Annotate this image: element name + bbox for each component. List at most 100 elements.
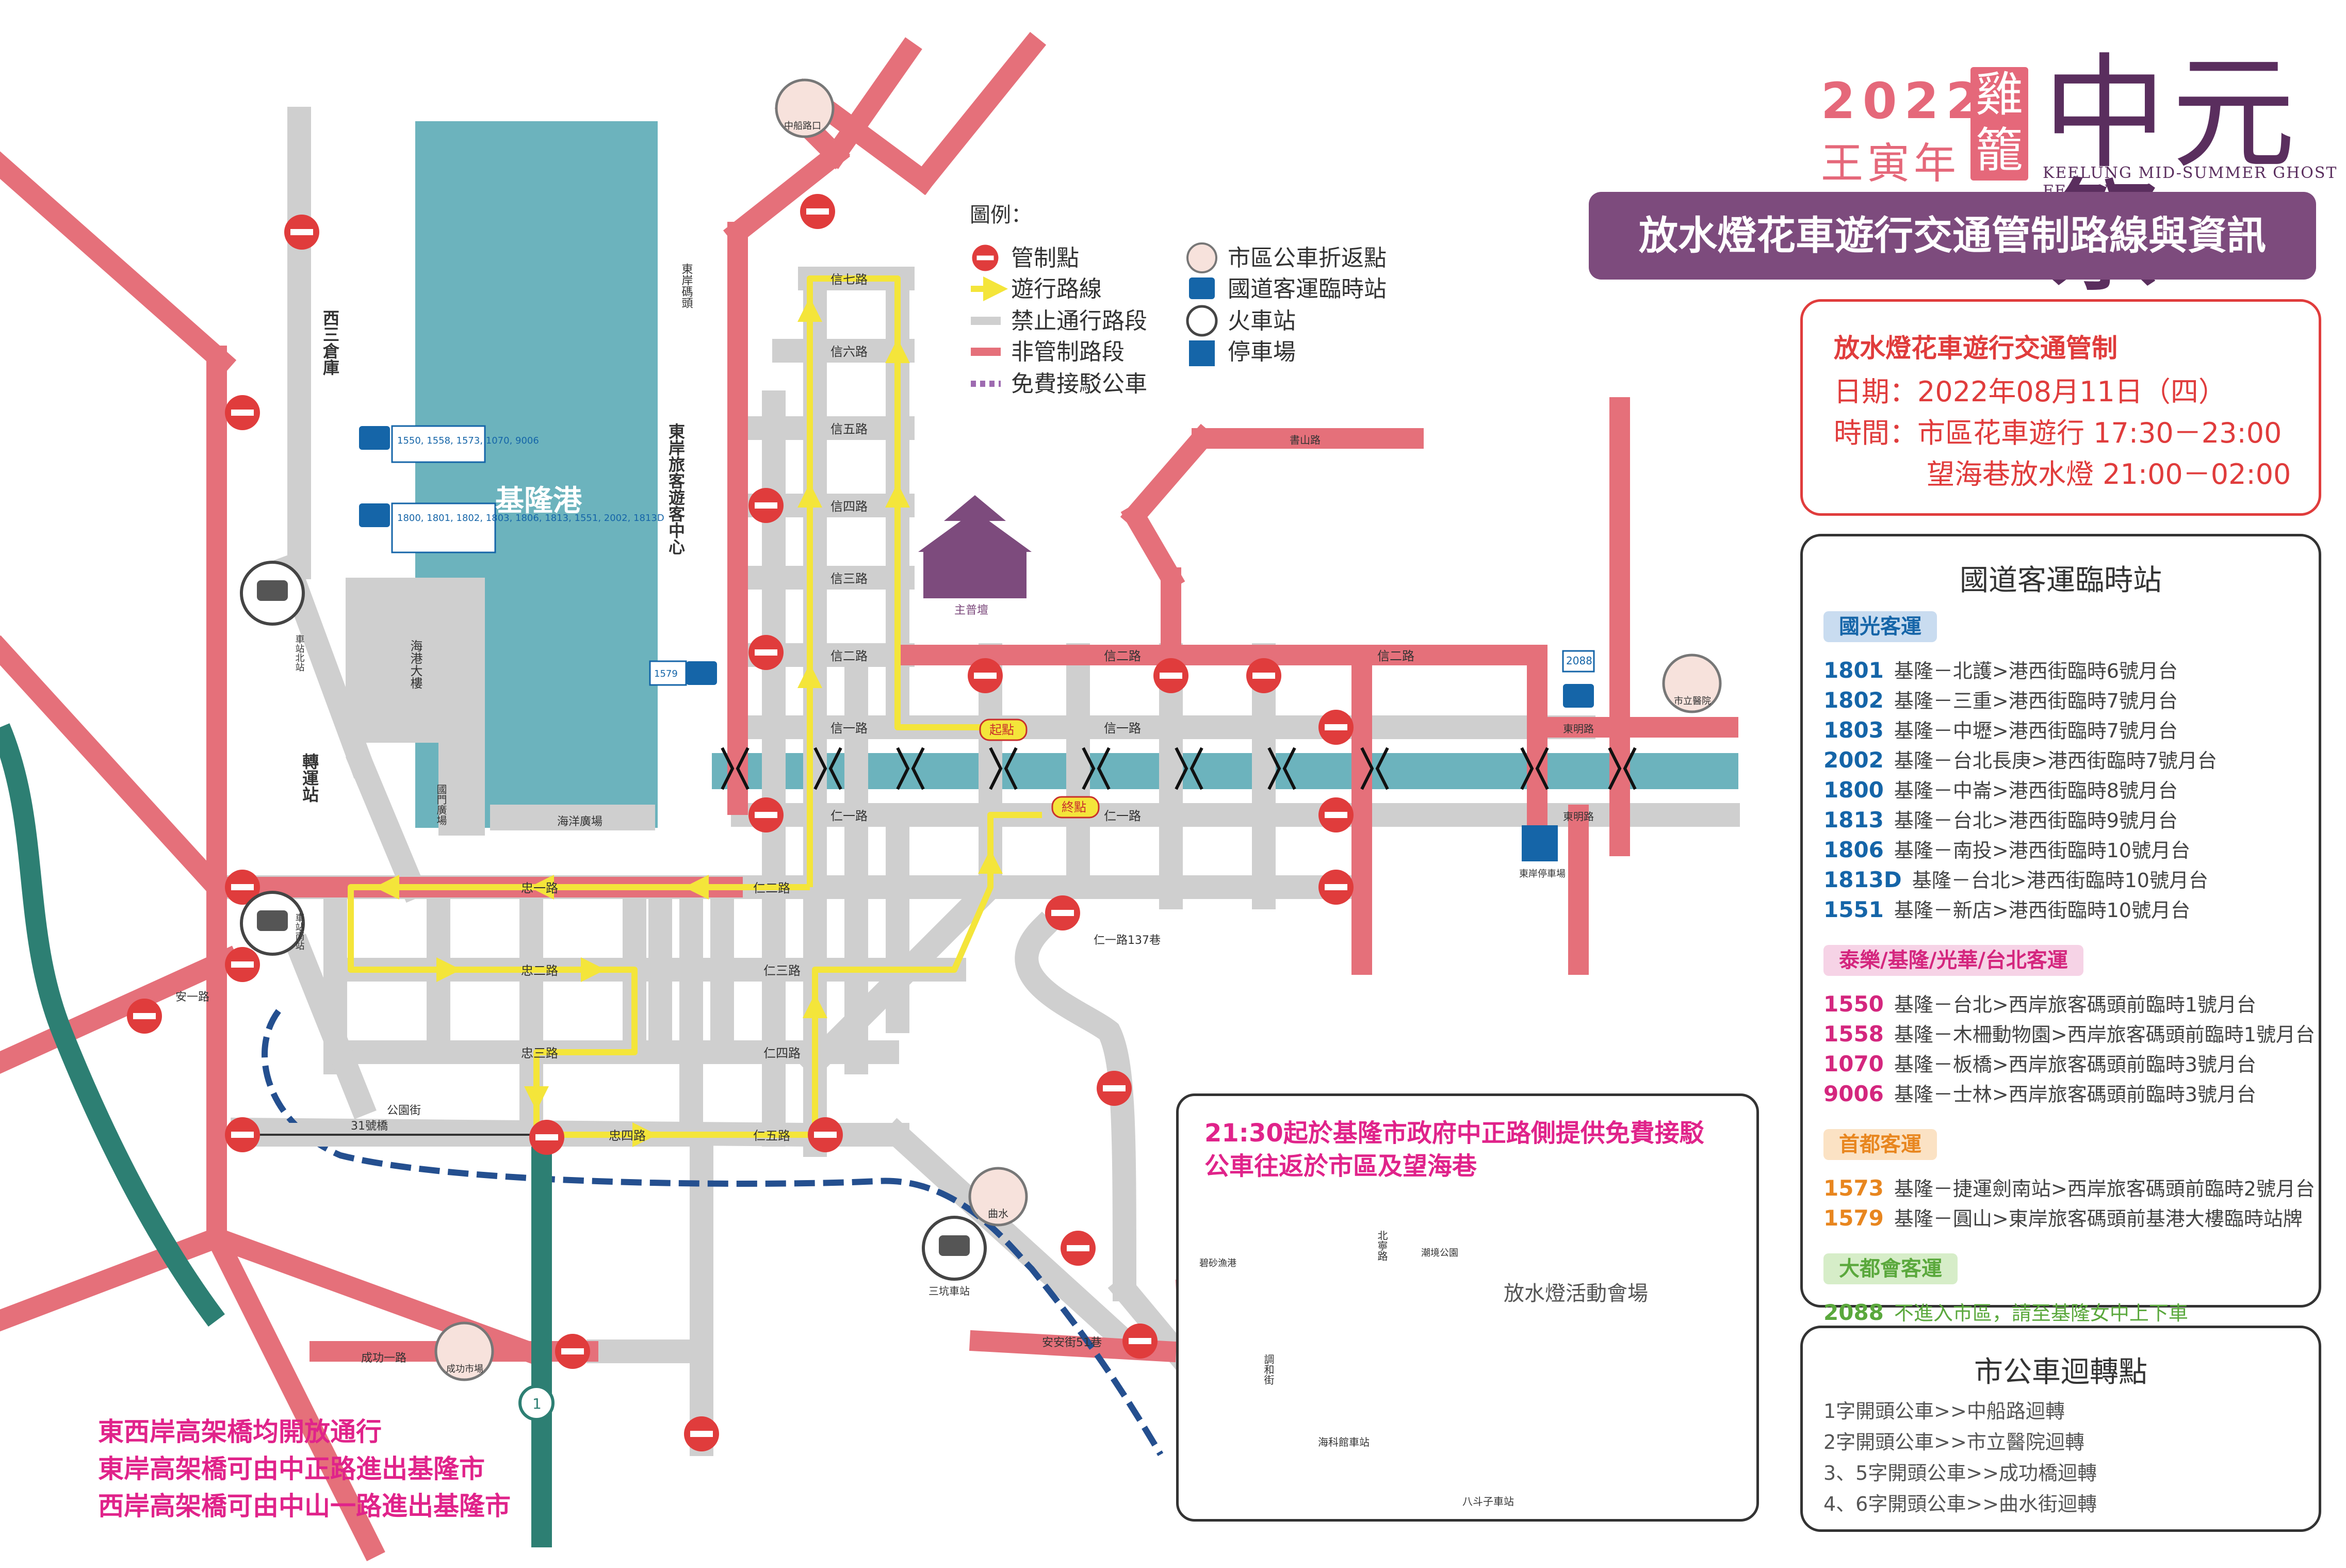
east-wharf-label: 東岸碼頭 <box>680 263 693 308</box>
coach-stop-text: 2088 <box>1566 655 1592 667</box>
legend-label: 火車站 <box>1228 308 1296 334</box>
coach-route-number: 1813 <box>1823 807 1884 832</box>
city-bus-points <box>434 78 1722 1381</box>
coach-route-text: 基隆－板橋>西岸旅客碼頭前臨時3號月台 <box>1894 1053 2256 1076</box>
control-point <box>127 999 162 1034</box>
control-point <box>284 215 319 250</box>
station-label: 八斗子車站 <box>1462 1495 1514 1508</box>
control-info-box: 放水燈花車遊行交通管制 日期：2022年08月11日（四） 時間：市區花車遊行 … <box>1800 299 2321 516</box>
control-point <box>1061 1231 1096 1266</box>
plaza-label: 海洋廣場 <box>557 815 602 828</box>
coach-route-text: 不進入市區，請至基隆女中上下車 <box>1894 1302 2188 1325</box>
turnaround-panel: 市公車迴轉點 1字開頭公車>>中船路迴轉 2字開頭公車>>市立醫院迴轉 3、5字… <box>1800 1326 2321 1532</box>
control-date: 日期：2022年08月11日（四） <box>1834 375 2226 408</box>
coach-route-number: 1800 <box>1823 777 1884 803</box>
city-bus-icon <box>775 78 835 138</box>
legend-label: 國道客運臨時站 <box>1228 276 1387 302</box>
road-label: 仁一路 <box>830 809 868 823</box>
coach-route-text: 基隆－三重>港西街臨時7號月台 <box>1894 690 2178 712</box>
coach-route-number: 1579 <box>1823 1205 1884 1231</box>
road-label: 安一路 <box>175 991 209 1004</box>
legend-label: 管制點 <box>1011 245 1079 271</box>
road-label: 仁三路 <box>763 963 801 978</box>
coach-route-text: 基隆－捷運劍南站>西岸旅客碼頭前臨時2號月台 <box>1894 1178 2315 1200</box>
road-label: 忠二路 <box>521 963 558 978</box>
road-label: 信三路 <box>830 571 868 586</box>
coach-route-text: 基隆－台北>港西街臨時10號月台 <box>1912 869 2208 892</box>
road-label: 仁一路137巷 <box>1094 934 1161 947</box>
temple-icon <box>918 495 1032 598</box>
coach-stop-text: 1800, 1801, 1802, 1803, 1806, 1813, 1551… <box>397 513 664 524</box>
control-point <box>225 395 260 430</box>
city-bus-icon <box>1662 654 1722 713</box>
turnaround-item: 2字開頭公車>>市立醫院迴轉 <box>1823 1431 2084 1453</box>
control-point <box>225 947 260 982</box>
train-station-label: 車站北站 <box>294 634 305 672</box>
legend-title: 圖例： <box>970 203 1032 227</box>
control-point <box>1153 658 1188 693</box>
train-station-label: 車站南站 <box>294 913 305 950</box>
road-label: 信六路 <box>830 345 868 359</box>
legend-label: 免費接駁公車 <box>1011 371 1147 397</box>
coach-bus-icon <box>1563 684 1594 708</box>
temple-label: 主普壇 <box>954 604 988 617</box>
coach-route-text: 基隆－新店>港西街臨時10號月台 <box>1894 899 2191 922</box>
festival-year: 2022 <box>1821 72 1988 130</box>
control-point <box>968 658 1003 693</box>
coach-company-tag: 國光客運 <box>1823 611 1937 642</box>
road-label: 信七路 <box>830 272 868 287</box>
bridge-note-line: 西岸高架橋可由中山一路進出基隆市 <box>98 1491 511 1521</box>
control-point <box>808 1117 843 1152</box>
control-point <box>529 1120 564 1155</box>
city-bus-icon <box>968 1167 1028 1227</box>
shuttle-heading-line: 公車往返於市區及望海巷 <box>1204 1152 1477 1181</box>
coach-bus-icon <box>686 661 717 685</box>
coach-route-text: 基隆－中崙>港西街臨時8號月台 <box>1894 779 2178 802</box>
coach-route-text: 基隆－台北長庚>港西街臨時7號月台 <box>1894 749 2217 772</box>
road-label: 信二路 <box>1104 649 1141 663</box>
road-label: 忠三路 <box>521 1046 558 1060</box>
road-label: 仁二路 <box>753 881 790 895</box>
transfer-label: 轉運站 <box>300 753 319 803</box>
coach-route-number: 1802 <box>1823 688 1884 713</box>
route1-label: 1 <box>532 1395 542 1412</box>
control-point <box>748 488 784 523</box>
jilong-badge: 雞籠 <box>1970 67 2028 181</box>
turnaround-item: 3、5字開頭公車>>成功橋迴轉 <box>1823 1462 2097 1484</box>
road-label: 信五路 <box>830 422 868 436</box>
coach-bus-icon <box>359 503 390 527</box>
legend: 圖例： 管制點 遊行路線 禁止通行路段 非管制路段 免費接駁公車 市區公車折返點… <box>970 203 1387 397</box>
bus-point-label: 成功市場 <box>446 1364 483 1375</box>
turnaround-title: 市公車迴轉點 <box>1974 1355 2147 1389</box>
bus-point-label: 曲水 <box>988 1207 1008 1220</box>
control-title: 放水燈花車遊行交通管制 <box>1834 333 2117 363</box>
control-point <box>800 194 835 229</box>
coach-route-row: 1802 基隆－三重>港西街臨時7號月台 <box>1823 685 2178 713</box>
coach-route-text: 基隆－台北>西岸旅客碼頭前臨時1號月台 <box>1894 993 2256 1016</box>
legend-label: 非管制路段 <box>1011 339 1125 365</box>
road-label: 仁五路 <box>753 1129 790 1143</box>
coach-route-number: 1813D <box>1823 867 1902 892</box>
coach-stop-text: 1579 <box>654 668 678 679</box>
road-label: 書山路 <box>1290 434 1321 446</box>
control-time1: 時間：市區花車遊行 17:30－23:00 <box>1834 417 2282 449</box>
start-end-marks <box>979 718 1100 819</box>
shuttle-heading-line: 21:30起於基隆市政府中正路側提供免費接駁 <box>1204 1119 1704 1148</box>
coach-route-number: 2088 <box>1823 1300 1884 1325</box>
parking-icon <box>1189 340 1215 366</box>
turnaround-item: 1字開頭公車>>中船路迴轉 <box>1823 1400 2065 1423</box>
city-bus-icon <box>434 1321 494 1381</box>
coach-company-tag: 大都會客運 <box>1823 1253 1958 1284</box>
canal <box>712 753 1738 789</box>
bus-point-label: 市立醫院 <box>1674 696 1711 707</box>
